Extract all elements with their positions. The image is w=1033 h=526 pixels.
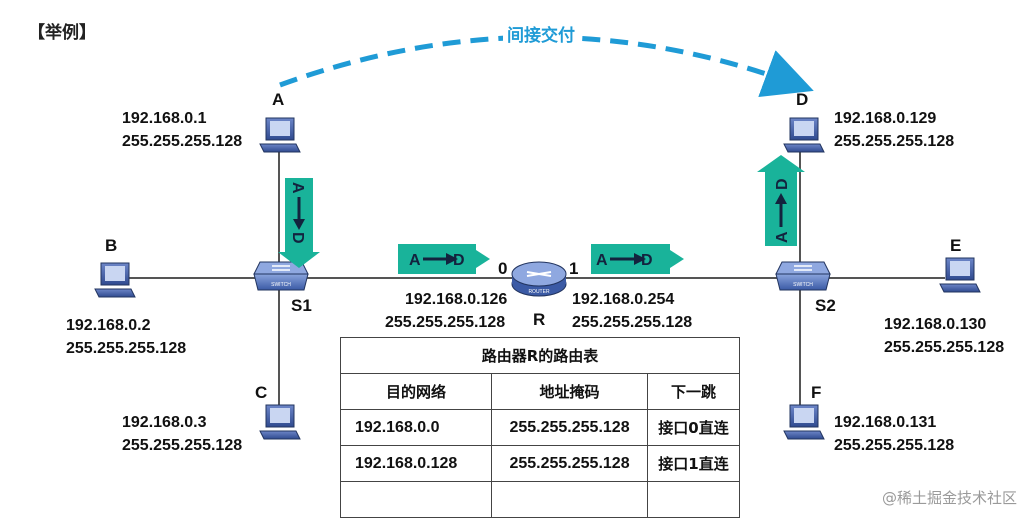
pc-b-icon [94, 262, 136, 298]
watermark: @稀土掘金技术社区 [881, 489, 1017, 507]
svg-text:A: A [774, 231, 791, 243]
pc-a-icon [259, 117, 301, 153]
table-row [339, 481, 740, 518]
host-b-name: B [105, 236, 118, 255]
host-e-ip: 192.168.0.130 [884, 316, 987, 333]
arrow-box-down-s1: A D [278, 178, 320, 268]
switch-s1-device-text: SWITCH [271, 282, 291, 288]
routing-table: 路由器R的路由表 目的网络 地址掩码 下一跳 192.168.0.0 255.2… [339, 337, 740, 518]
switch-s1-name: S1 [291, 296, 312, 315]
router-if0-mask: 255.255.255.128 [385, 314, 506, 331]
host-e-name: E [950, 236, 962, 255]
svg-text:D: D [289, 232, 306, 244]
host-a-name: A [272, 90, 285, 109]
router-if1-mask: 255.255.255.128 [572, 314, 693, 331]
host-d-name: D [796, 90, 809, 109]
svg-text:D: D [641, 252, 653, 269]
row1-destination: 192.168.0.0 [339, 409, 493, 446]
table-row: 192.168.0.0 255.255.255.128 接口0直连 [339, 409, 740, 446]
row2-next-hop: 接口1直连 [647, 445, 740, 482]
host-c-mask: 255.255.255.128 [122, 437, 243, 454]
router-if1-ip: 192.168.0.254 [572, 291, 675, 308]
row3-mask [491, 481, 649, 518]
arrow-box-horizontal-2: A D [591, 244, 684, 274]
row1-next-hop: 接口0直连 [647, 409, 740, 446]
svg-text:D: D [774, 178, 791, 190]
svg-text:A: A [596, 252, 608, 269]
router-name: R [533, 310, 546, 329]
pc-e-icon [939, 257, 981, 293]
svg-text:D: D [453, 252, 465, 269]
host-f-mask: 255.255.255.128 [834, 437, 955, 454]
pc-d-icon [783, 117, 825, 153]
indirect-delivery-label: 间接交付 [503, 21, 579, 46]
host-c-ip: 192.168.0.3 [122, 414, 207, 431]
host-e-mask: 255.255.255.128 [884, 339, 1005, 356]
header-next-hop: 下一跳 [647, 373, 740, 410]
routing-table-header-row: 目的网络 地址掩码 下一跳 [339, 373, 740, 410]
svg-text:A: A [409, 252, 421, 269]
header-destination: 目的网络 [339, 373, 493, 410]
row3-next-hop [647, 481, 740, 518]
host-a-mask: 255.255.255.128 [122, 133, 243, 150]
host-d-mask: 255.255.255.128 [834, 133, 955, 150]
host-a-ip: 192.168.0.1 [122, 110, 207, 127]
switch-s2-device-text: SWITCH [793, 282, 813, 288]
pc-c-icon [259, 404, 301, 440]
arrow-box-up-s2: A D [757, 155, 805, 246]
router-icon: ROUTER [511, 261, 567, 297]
row1-mask: 255.255.255.128 [491, 409, 649, 446]
routing-table-caption: 路由器R的路由表 [340, 337, 740, 374]
svg-text:A: A [289, 182, 306, 194]
header-mask: 地址掩码 [491, 373, 649, 410]
row2-mask: 255.255.255.128 [491, 445, 649, 482]
switch-s1-icon: SWITCH [253, 261, 309, 291]
host-f-name: F [811, 383, 822, 402]
switch-s2-name: S2 [815, 296, 836, 315]
pc-f-icon [783, 404, 825, 440]
routing-table-caption-row: 路由器R的路由表 [340, 337, 740, 374]
host-c-name: C [255, 383, 268, 402]
host-b-ip: 192.168.0.2 [66, 317, 151, 334]
switch-s2-icon: SWITCH [775, 261, 831, 291]
row2-destination: 192.168.0.128 [339, 445, 493, 482]
table-row: 192.168.0.128 255.255.255.128 接口1直连 [339, 445, 740, 482]
arrow-box-horizontal-1: A D [398, 244, 490, 274]
router-if0-number: 0 [498, 259, 508, 278]
host-f-ip: 192.168.0.131 [834, 414, 937, 431]
router-if1-number: 1 [569, 259, 579, 278]
row3-destination [339, 481, 493, 518]
host-b-mask: 255.255.255.128 [66, 340, 187, 357]
router-if0-ip: 192.168.0.126 [405, 291, 508, 308]
page-title: 【举例】 [28, 23, 96, 43]
router-device-text: ROUTER [528, 289, 550, 295]
host-d-ip: 192.168.0.129 [834, 110, 937, 127]
